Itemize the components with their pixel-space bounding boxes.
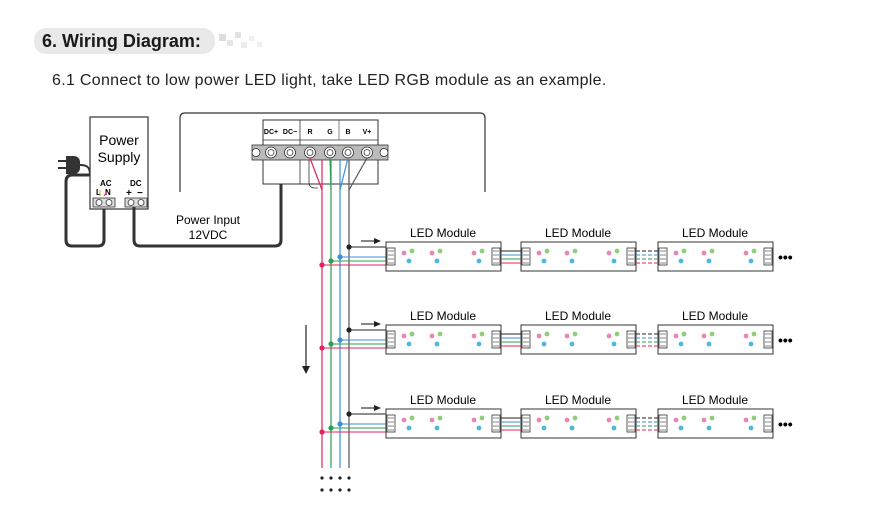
plug-icon (58, 156, 91, 176)
led-module: LED Module (657, 226, 774, 272)
led-module-label: LED Module (682, 226, 748, 240)
arrow-right-icon (361, 405, 381, 411)
led-module: LED Module (385, 309, 502, 355)
n-label: N (105, 188, 111, 197)
terminal-label-4: B (345, 129, 350, 136)
section-header: 6. Wiring Diagram: (34, 28, 267, 54)
led-module: LED Module (657, 309, 774, 355)
screw-terminal-icon (251, 148, 261, 157)
screw-terminal-icon (342, 146, 354, 159)
controller: DC+ DC− R G B V+ (179, 112, 486, 192)
led-module-label: LED Module (410, 309, 476, 323)
section-title: Wiring Diagram: (62, 30, 201, 51)
led-row-3: LED Module LED Module LED Module ••• (319, 393, 793, 439)
led-module: LED Module (520, 309, 637, 355)
continuation-dots: ••• (778, 332, 793, 348)
led-row-2: LED Module LED Module LED Module ••• (319, 309, 793, 355)
led-module-label: LED Module (682, 393, 748, 407)
dc-plus-label: + (126, 188, 132, 199)
led-module-label: LED Module (410, 393, 476, 407)
arrow-right-icon (361, 238, 381, 244)
terminal-label-5: V+ (363, 129, 372, 136)
power-supply-label-2: Supply (98, 149, 141, 165)
led-module-label: LED Module (545, 226, 611, 240)
dc-label: DC (130, 179, 142, 188)
led-row-1: LED Module LED Module LED Module ••• (319, 226, 793, 272)
led-module: LED Module (657, 393, 774, 439)
terminal-label-1: DC− (283, 129, 297, 136)
terminal-label-0: DC+ (264, 129, 278, 136)
terminal-label-2: R (307, 129, 312, 136)
led-module: LED Module (385, 226, 502, 272)
screw-terminal-icon (304, 146, 316, 159)
power-input-voltage: 12VDC (189, 228, 228, 242)
ac-cable (64, 173, 106, 248)
dc-minus-label: − (137, 188, 143, 199)
l-label: L (96, 188, 101, 197)
led-module-label: LED Module (545, 309, 611, 323)
dc-cable (132, 178, 283, 248)
led-module-label: LED Module (545, 393, 611, 407)
led-module: LED Module (520, 393, 637, 439)
power-supply-label-1: Power (99, 132, 139, 148)
arrow-down-icon (302, 325, 310, 374)
power-input-label: Power Input (176, 213, 241, 227)
pixel-decoration-icon (218, 32, 262, 48)
power-supply: Power Supply AC L N DC + − (89, 116, 149, 210)
continuation-dots: ••• (778, 249, 793, 265)
led-module-label: LED Module (410, 226, 476, 240)
section-number: 6. (42, 30, 58, 51)
section-title-pill: 6. Wiring Diagram: (34, 28, 215, 54)
led-module-label: LED Module (682, 309, 748, 323)
continuation-dots: ••• (778, 416, 793, 432)
screw-terminal-icon (284, 146, 296, 159)
screw-terminal-icon (379, 148, 389, 157)
bus-continuation (320, 476, 351, 492)
screw-terminal-icon (265, 146, 277, 159)
ac-label: AC (100, 179, 112, 188)
led-module: LED Module (385, 393, 502, 439)
subtitle: 6.1 Connect to low power LED light, take… (52, 72, 607, 89)
arrow-right-icon (361, 321, 381, 327)
screw-terminal-icon (361, 146, 373, 159)
terminal-label-3: G (327, 129, 333, 136)
led-module: LED Module (520, 226, 637, 272)
screw-terminal-icon (324, 146, 336, 159)
